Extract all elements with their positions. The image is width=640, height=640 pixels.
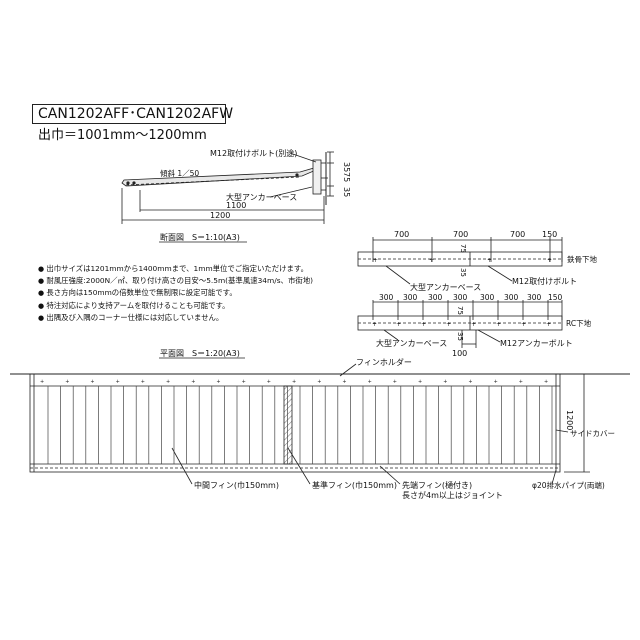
- holder-bolt-mark: +: [468, 379, 472, 385]
- steel-label: 鉄骨下地: [567, 254, 597, 264]
- plan-view: [10, 363, 630, 485]
- holder-bolt-mark: +: [242, 379, 246, 385]
- holder-bolt-mark: +: [519, 379, 523, 385]
- steel-bolt-label: M12取付けボルト: [512, 276, 577, 286]
- holder-bolt-mark: +: [544, 379, 548, 385]
- steel-dim-4: 150: [542, 230, 557, 239]
- holder-bolt-mark: +: [65, 379, 69, 385]
- svg-text:+: +: [471, 321, 476, 328]
- section-slope-label: 傾斜 1／50: [160, 168, 199, 178]
- svg-text:+: +: [546, 321, 551, 328]
- plan-joint-label: 長さが4m以上はジョイント: [402, 490, 503, 500]
- section-bolt-label: M12取付けボルト(別途): [210, 148, 297, 158]
- holder-bolt-mark: +: [494, 379, 498, 385]
- svg-text:+: +: [547, 257, 552, 264]
- plan-fins: [47, 386, 553, 464]
- section-view: [121, 151, 334, 224]
- note-item: 耐風圧強度:2000N／㎡、取り付け高さの目安〜5.5m(基準風速34m/s、市…: [38, 275, 313, 287]
- note-item: 特注対応により支持アームを取付けることも可能です。: [38, 300, 313, 312]
- holder-bolt-mark: +: [141, 379, 145, 385]
- rc-dim-35: 35: [456, 332, 464, 341]
- rc-detail: [357, 300, 563, 348]
- holder-bolt-mark: +: [292, 379, 296, 385]
- svg-text:+: +: [396, 321, 401, 328]
- wall-bracket: [312, 159, 322, 195]
- section-caption: 断面図 S＝1:10(A3): [160, 232, 240, 242]
- holder-bolt-mark: +: [90, 379, 94, 385]
- holder-bolt-mark: +: [393, 379, 397, 385]
- plan-holder-label: フィンホルダー: [356, 357, 412, 367]
- svg-text:+: +: [487, 257, 492, 264]
- rc-bolt-label: M12アンカーボルト: [500, 339, 573, 348]
- rc-dim-3: 300: [428, 293, 443, 302]
- canopy-outline: [29, 373, 561, 473]
- holder-bolt-mark: +: [368, 379, 372, 385]
- plan-tip-fin-label: 先端フィン(樋付き): [402, 480, 472, 490]
- rc-bolt-marks: + + + + + + + +: [372, 321, 551, 328]
- svg-text:+: +: [446, 321, 451, 328]
- steel-dim-35: 35: [459, 268, 467, 277]
- section-dim-1200: 1200: [210, 211, 230, 220]
- steel-dim-3: 700: [510, 230, 525, 239]
- holder-bolt-mark: +: [443, 379, 447, 385]
- section-dim-35b: 35: [342, 187, 351, 197]
- rc-dim-100: 100: [452, 349, 467, 358]
- svg-text:+: +: [521, 321, 526, 328]
- holder-bolt-mark: +: [40, 379, 44, 385]
- note-item: 長さ方向は150mmの倍数単位で無制限に設定可能です。: [38, 287, 313, 299]
- plan-base-fin-label: 基準フィン(巾150mm): [312, 480, 397, 490]
- steel-dim-75: 75: [459, 244, 467, 253]
- svg-text:+: +: [496, 321, 501, 328]
- rc-label: RC下地: [566, 318, 592, 328]
- holder-bolt-mark: +: [191, 379, 195, 385]
- rc-dim-8: 150: [548, 293, 563, 302]
- svg-text:+: +: [372, 321, 377, 328]
- rc-dim-7: 300: [527, 293, 542, 302]
- holder-bolt-mark: +: [216, 379, 220, 385]
- rc-dim-75: 75: [456, 306, 464, 315]
- plan-dim-1200: 1200: [565, 410, 574, 430]
- steel-detail: + + + +: [357, 237, 563, 285]
- svg-text:+: +: [429, 257, 434, 264]
- holder-bolt-mark: +: [418, 379, 422, 385]
- holder-bolt-mark: +: [116, 379, 120, 385]
- section-dim-35a: 35: [342, 162, 351, 172]
- section-dim-1100: 1100: [226, 201, 246, 210]
- note-item: 出隅及び入隅のコーナー仕様には対応していません。: [38, 312, 313, 324]
- rc-anchor-label: 大型アンカーベース: [376, 338, 447, 348]
- notes-list: 出巾サイズは1201mmから1400mmまで、1mm単位でご指定いただけます。 …: [38, 263, 313, 324]
- plan-side-label: サイドカバー: [570, 429, 615, 438]
- plan-pipe-label: φ20排水パイプ(両端): [532, 480, 605, 490]
- steel-anchor-label: 大型アンカーベース: [410, 282, 481, 292]
- holder-bolt-mark: +: [342, 379, 346, 385]
- product-subtitle: 出巾＝1001mm〜1200mm: [38, 128, 207, 143]
- plan-mid-fin-label: 中間フィン(巾150mm): [194, 480, 279, 490]
- plan-holder-marks: + + + + + + + + + + + + + + + + + + + + +: [40, 379, 548, 385]
- rc-dim-4: 300: [453, 293, 468, 302]
- section-anchor-label: 大型アンカーベース: [226, 192, 297, 202]
- reference-fin-hatch: [283, 385, 293, 465]
- canopy-profile: [121, 167, 317, 187]
- holder-bolt-mark: +: [166, 379, 170, 385]
- svg-text:+: +: [421, 321, 426, 328]
- rc-dim-6: 300: [504, 293, 519, 302]
- section-dim-75: 75: [342, 172, 351, 182]
- title-frame: [32, 104, 226, 124]
- steel-dim-2: 700: [453, 230, 468, 239]
- holder-bolt-mark: +: [317, 379, 321, 385]
- rc-dim-5: 300: [480, 293, 495, 302]
- rc-dim-2: 300: [403, 293, 418, 302]
- note-item: 出巾サイズは1201mmから1400mmまで、1mm単位でご指定いただけます。: [38, 263, 313, 275]
- product-title: CAN1202AFF･CAN1202AFW: [38, 106, 234, 122]
- svg-text:+: +: [373, 257, 378, 264]
- holder-bolt-mark: +: [267, 379, 271, 385]
- plan-caption: 平面図 S＝1:20(A3): [160, 349, 240, 358]
- steel-dim-1: 700: [394, 230, 409, 239]
- rc-dim-1: 300: [379, 293, 394, 302]
